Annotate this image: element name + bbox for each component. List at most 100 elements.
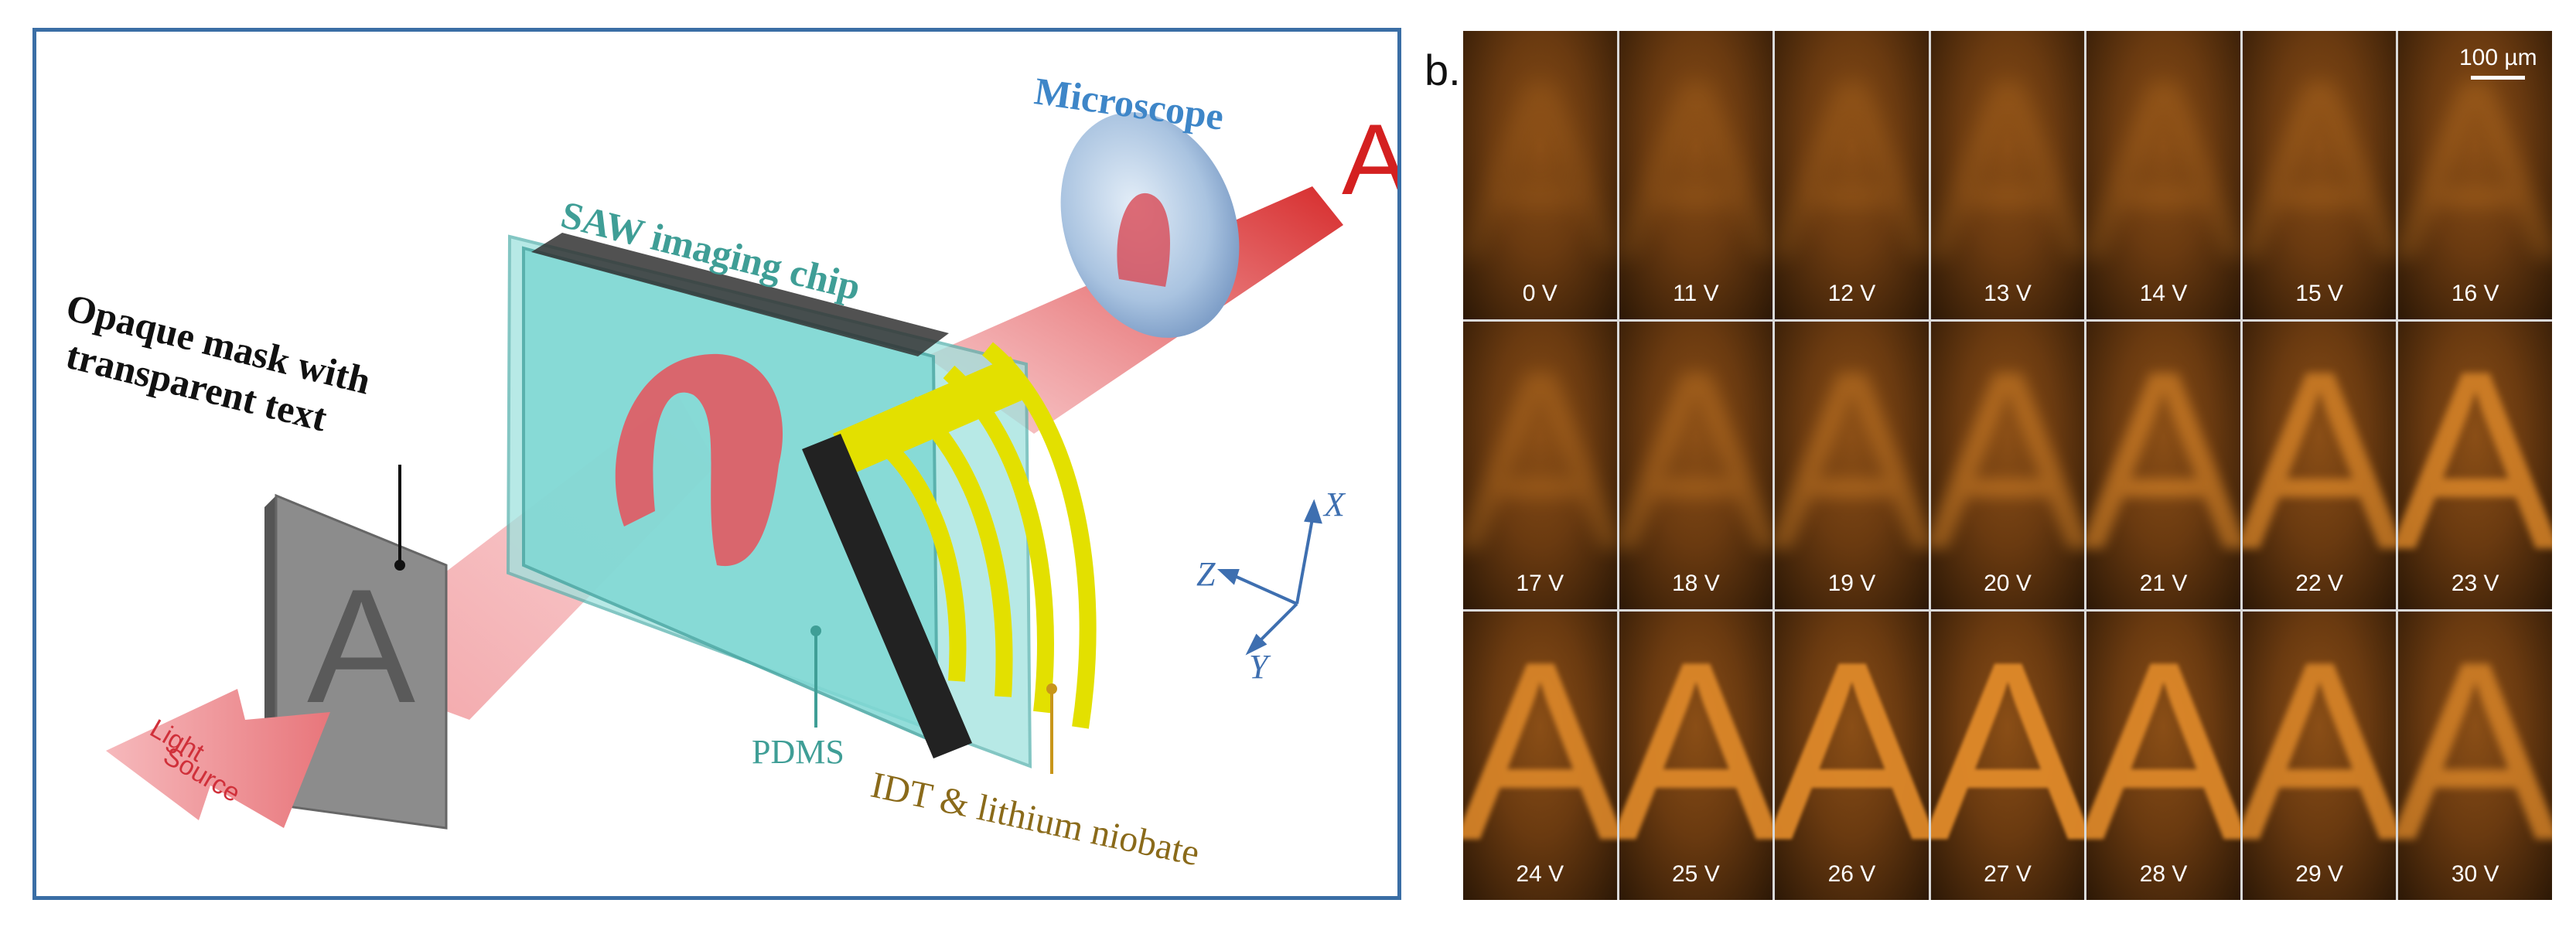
panel-b-letter: b. <box>1424 46 1461 94</box>
scale-bar-label: 100 µm <box>2459 45 2537 70</box>
frame-letter-image: A <box>2242 612 2397 894</box>
frame-letter-image: A <box>1463 321 1617 603</box>
axis-y-label: Y <box>1249 648 1268 686</box>
frame-voltage-label: 29 V <box>2295 861 2343 887</box>
frame-background <box>1930 321 2085 610</box>
frame-voltage-label: 12 V <box>1827 280 1876 306</box>
lens-image <box>1117 193 1170 287</box>
frame-letter-image: A <box>1619 612 1773 894</box>
scale-bar-line <box>2471 76 2526 80</box>
frame-voltage-label: 28 V <box>2139 861 2188 887</box>
frame-background <box>1775 31 1929 319</box>
frame-letter-image: A <box>2242 321 2397 603</box>
frame-letter-image: A <box>1463 31 1617 312</box>
frame-voltage-label: 15 V <box>2295 280 2343 306</box>
axis-z-label: Z <box>1196 555 1216 593</box>
mask-letter: A <box>307 555 416 737</box>
frame-voltage-label: 21 V <box>2139 571 2188 597</box>
frame-letter-image: A <box>2086 612 2240 894</box>
frame-background <box>1930 612 2085 900</box>
frame-voltage-label: 27 V <box>1984 861 2032 887</box>
frame-background <box>1463 321 1617 610</box>
frame-voltage-label: 24 V <box>1516 861 1564 887</box>
frame-letter-image: A <box>2086 31 2240 312</box>
frame-voltage-label: 13 V <box>1984 280 2032 306</box>
idt-bus <box>833 356 1034 472</box>
frame-background <box>2398 321 2552 610</box>
schematic-drawing <box>106 112 1343 830</box>
blurry-image-on-chip <box>615 353 783 567</box>
frame-letter-image: A <box>2086 321 2240 603</box>
pdms-pointer-dot <box>810 625 821 636</box>
opaque-mask-front <box>275 493 448 830</box>
frame-letter-image: A <box>1775 31 1929 312</box>
axis-x-label: X <box>1324 486 1345 523</box>
panel-a-schematic: Microscope SAW imaging chip Opaque mask … <box>32 28 1401 900</box>
frame-background <box>1775 612 1929 900</box>
coordinate-axes <box>1216 499 1322 656</box>
frame-letter-image: A <box>1930 31 2085 312</box>
frame-letter-image: A <box>2398 31 2552 312</box>
frame-background <box>2242 31 2397 319</box>
light-source-arrow <box>106 689 330 828</box>
frame-background <box>2242 612 2397 900</box>
frame-background <box>2086 321 2240 610</box>
frame-voltage-label: 25 V <box>1671 861 1720 887</box>
frame-voltage-label: 17 V <box>1516 571 1564 597</box>
frame-letter-image: A <box>2398 612 2552 894</box>
frame-voltage-label: 19 V <box>1827 571 1876 597</box>
frame-letter-image: A <box>1619 321 1773 603</box>
frame-letter-image: A <box>1930 321 2085 603</box>
frame-voltage-label: 22 V <box>2295 571 2343 597</box>
frame-voltage-label: 0 V <box>1522 280 1558 306</box>
frame-background <box>2086 612 2240 900</box>
frame-letter-image: A <box>2242 31 2397 312</box>
frame-letter-image: A <box>1930 612 2085 894</box>
frame-letter-image: A <box>1775 321 1929 603</box>
frame-voltage-label: 16 V <box>2451 280 2499 306</box>
frame-background <box>1619 321 1773 610</box>
frame-voltage-label: 11 V <box>1673 280 1719 306</box>
frame-background <box>1463 612 1617 900</box>
frame-voltage-label: 26 V <box>1827 861 1876 887</box>
frame-background <box>2086 31 2240 319</box>
idt-pointer-dot <box>1046 683 1057 694</box>
frame-voltage-label: 23 V <box>2451 571 2499 597</box>
frame-background <box>2242 321 2397 610</box>
image-letter: A <box>1342 109 1397 210</box>
frame-letter-image: A <box>1463 612 1617 894</box>
frame-background <box>1619 31 1773 319</box>
frame-voltage-label: 20 V <box>1984 571 2032 597</box>
frame-voltage-label: 14 V <box>2139 280 2188 306</box>
frame-voltage-label: 30 V <box>2451 861 2499 887</box>
pdms-label: PDMS <box>752 733 844 771</box>
frame-letter-image: A <box>1775 612 1929 894</box>
frame-background <box>1619 612 1773 900</box>
frame-letter-image: A <box>1619 31 1773 312</box>
frame-background <box>1775 321 1929 610</box>
mask-pointer-dot <box>394 560 405 571</box>
frame-voltage-label: 18 V <box>1671 571 1720 597</box>
frame-background <box>1463 31 1617 319</box>
